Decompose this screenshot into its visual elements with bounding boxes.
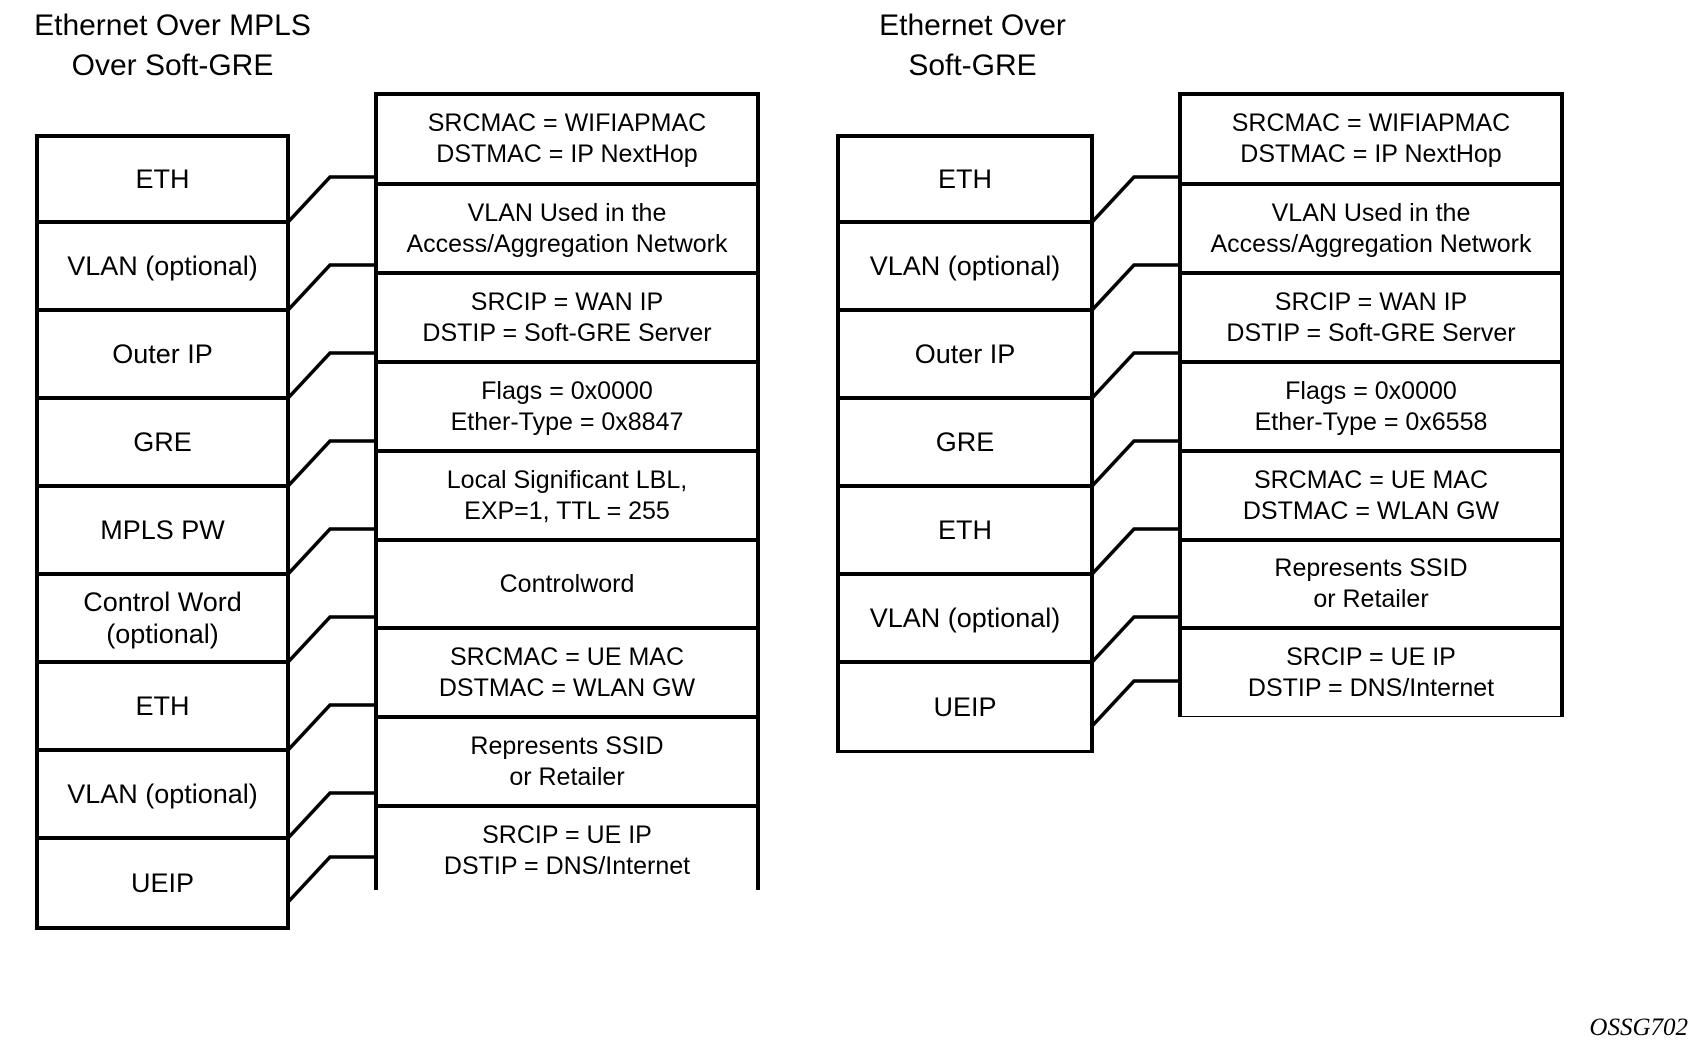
annotation-row: Flags = 0x0000 Ether-Type = 0x8847 [378, 364, 756, 453]
connector-line [287, 527, 376, 575]
stack-layer: Control Word (optional) [39, 576, 286, 664]
annotation-row: Controlword [378, 542, 756, 630]
annotation-row: VLAN Used in the Access/Aggregation Netw… [1182, 186, 1560, 275]
connector-line [287, 703, 376, 751]
connector-line [287, 855, 376, 903]
connector-line [1091, 263, 1180, 311]
stack-layer: ETH [840, 488, 1090, 576]
stack-layer: ETH [39, 138, 286, 224]
connector-line [1091, 439, 1180, 487]
annotation-row: SRCIP = WAN IP DSTIP = Soft-GRE Server [1182, 275, 1560, 364]
connector-line [287, 263, 376, 311]
stack-layer: MPLS PW [39, 488, 286, 576]
stack-layer: UEIP [840, 664, 1090, 750]
stack-layer: ETH [840, 138, 1090, 224]
annotation-row: VLAN Used in the Access/Aggregation Netw… [378, 186, 756, 275]
stack-layer: GRE [840, 400, 1090, 488]
stack-layer: VLAN (optional) [840, 224, 1090, 312]
annotation-row: Flags = 0x0000 Ether-Type = 0x6558 [1182, 364, 1560, 453]
protocol-stack-left: ETH VLAN (optional) Outer IP GRE MPLS PW… [35, 134, 290, 930]
connector-line [1091, 351, 1180, 399]
stack-layer: Outer IP [39, 312, 286, 400]
connector-line [287, 351, 376, 399]
connector-line [287, 175, 376, 223]
stack-layer: VLAN (optional) [39, 224, 286, 312]
annotation-row: Local Significant LBL, EXP=1, TTL = 255 [378, 453, 756, 542]
connector-line [287, 791, 376, 839]
connector-line [1091, 615, 1180, 663]
stack-layer: Outer IP [840, 312, 1090, 400]
stack-layer: UEIP [39, 840, 286, 926]
connector-line [287, 615, 376, 663]
annotation-row: SRCMAC = WIFIAPMAC DSTMAC = IP NextHop [378, 96, 756, 186]
connector-line [1091, 175, 1180, 223]
annotation-row: SRCIP = UE IP DSTIP = DNS/Internet [1182, 630, 1560, 716]
diagram-title-right: Ethernet Over Soft-GRE [879, 9, 1066, 82]
annotation-row: SRCMAC = WIFIAPMAC DSTMAC = IP NextHop [1182, 96, 1560, 186]
connector-line [1091, 679, 1180, 727]
stack-layer: ETH [39, 664, 286, 752]
stack-layer: VLAN (optional) [39, 752, 286, 840]
annotation-row: Represents SSID or Retailer [1182, 542, 1560, 630]
annotation-row: SRCIP = UE IP DSTIP = DNS/Internet [378, 808, 756, 894]
annotation-panel-left: SRCMAC = WIFIAPMAC DSTMAC = IP NextHop V… [374, 92, 760, 894]
annotation-row: SRCMAC = UE MAC DSTMAC = WLAN GW [378, 630, 756, 719]
stack-layer: VLAN (optional) [840, 576, 1090, 664]
annotation-row: SRCIP = WAN IP DSTIP = Soft-GRE Server [378, 275, 756, 364]
protocol-stack-right: ETH VLAN (optional) Outer IP GRE ETH VLA… [836, 134, 1094, 753]
annotation-panel-right: SRCMAC = WIFIAPMAC DSTMAC = IP NextHop V… [1178, 92, 1564, 717]
stack-layer: GRE [39, 400, 286, 488]
figure-caption: OSSG702 [1589, 1014, 1688, 1041]
connector-line [287, 439, 376, 487]
diagram-title-left: Ethernet Over MPLS Over Soft-GRE [34, 9, 311, 82]
annotation-row: Represents SSID or Retailer [378, 719, 756, 808]
annotation-row: SRCMAC = UE MAC DSTMAC = WLAN GW [1182, 453, 1560, 542]
connector-line [1091, 527, 1180, 575]
